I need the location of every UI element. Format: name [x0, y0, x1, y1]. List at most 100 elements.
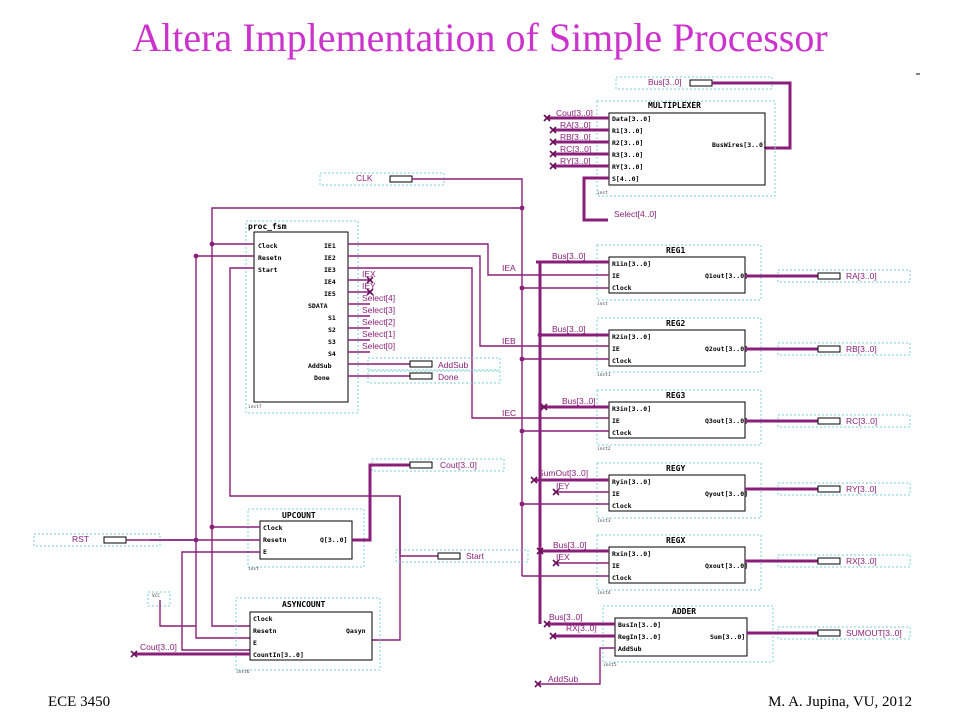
asyncount-block [249, 611, 373, 661]
svg-text:R2[3..0]: R2[3..0] [612, 139, 643, 147]
svg-text:Bus[3..0]: Bus[3..0] [552, 324, 586, 334]
reg2-block [608, 329, 746, 367]
regx-block [608, 546, 746, 584]
svg-text:Bus[3..0]: Bus[3..0] [549, 612, 583, 622]
svg-text:R1[3..0]: R1[3..0] [612, 127, 643, 135]
svg-text:VCC: VCC [152, 593, 160, 599]
svg-text:RY[3..0]: RY[3..0] [560, 156, 591, 166]
svg-text:Ryin[3..0]: Ryin[3..0] [612, 478, 651, 486]
multiplexer-block [608, 112, 766, 186]
svg-text:CLK: CLK [356, 173, 373, 183]
svg-text:UPCOUNT: UPCOUNT [282, 511, 316, 520]
svg-text:Cout[3..0]: Cout[3..0] [556, 108, 593, 118]
svg-text:Clock: Clock [612, 429, 632, 437]
svg-text:Select[2]: Select[2] [362, 317, 395, 327]
regy-block [608, 474, 746, 512]
proc-fsm-title: proc_fsm [248, 222, 287, 231]
svg-text:inst: inst [248, 566, 259, 572]
svg-text:Clock: Clock [258, 242, 278, 250]
svg-text:S3: S3 [328, 338, 336, 346]
svg-text:Q1out[3..0]: Q1out[3..0] [705, 272, 748, 280]
svg-text:RX[3..0]: RX[3..0] [846, 556, 877, 566]
svg-text:Clock: Clock [612, 502, 632, 510]
svg-text:RST: RST [72, 534, 89, 544]
svg-text:inst3: inst3 [597, 518, 611, 524]
svg-text:RC[3..0]: RC[3..0] [846, 416, 877, 426]
svg-text:SumOut[3..0]: SumOut[3..0] [538, 468, 588, 478]
svg-text:IE: IE [612, 345, 620, 353]
multiplexer-title: MULTIPLEXER [648, 101, 701, 110]
svg-text:AddSub: AddSub [308, 362, 332, 370]
svg-text:RC[3..0]: RC[3..0] [560, 144, 591, 154]
svg-text:S[4..0]: S[4..0] [612, 175, 639, 183]
svg-text:ADDER: ADDER [672, 607, 696, 616]
svg-text:Select[4..0]: Select[4..0] [614, 209, 657, 219]
svg-text:Qasyn: Qasyn [346, 627, 366, 635]
svg-text:IE: IE [612, 272, 620, 280]
svg-text:inst2: inst2 [597, 446, 611, 452]
svg-text:inst1: inst1 [597, 372, 611, 378]
svg-text:SUMOUT[3..0]: SUMOUT[3..0] [846, 628, 902, 638]
svg-text:Resetn: Resetn [253, 627, 277, 635]
svg-text:Q2out[3..0]: Q2out[3..0] [705, 345, 748, 353]
svg-text:E: E [263, 548, 267, 556]
svg-text:R3[3..0]: R3[3..0] [612, 151, 643, 159]
svg-text:S2: S2 [328, 326, 336, 334]
svg-text:IEY: IEY [362, 281, 376, 291]
svg-text:Start: Start [258, 266, 278, 274]
svg-text:IE4: IE4 [324, 278, 336, 286]
svg-text:RB[3..0]: RB[3..0] [846, 344, 877, 354]
footer-author: M. A. Jupina, VU, 2012 [768, 694, 912, 710]
svg-text:R1in[3..0]: R1in[3..0] [612, 260, 651, 268]
svg-text:Q3out[3..0]: Q3out[3..0] [705, 417, 748, 425]
svg-text:ASYNCOUNT: ASYNCOUNT [282, 600, 326, 609]
svg-text:Resetn: Resetn [263, 536, 287, 544]
footer-course: ECE 3450 [48, 694, 111, 710]
svg-text:Qxout[3..0]: Qxout[3..0] [705, 562, 748, 570]
svg-text:IE: IE [612, 490, 620, 498]
svg-text:Qyout[3..0]: Qyout[3..0] [705, 490, 748, 498]
svg-text:S1: S1 [328, 314, 336, 322]
svg-text:BusWires[3..0]: BusWires[3..0] [712, 141, 767, 149]
bus-output-label: Bus[3..0] [648, 77, 682, 87]
svg-text:S4: S4 [328, 350, 336, 358]
svg-text:IEX: IEX [556, 552, 570, 562]
svg-text:Select[0]: Select[0] [362, 341, 395, 351]
svg-text:inst5: inst5 [603, 662, 617, 668]
svg-text:BusIn[3..0]: BusIn[3..0] [618, 621, 661, 629]
svg-text:RB[3..0]: RB[3..0] [560, 132, 591, 142]
svg-text:RY[3..0]: RY[3..0] [846, 484, 877, 494]
svg-text:REG3: REG3 [666, 391, 685, 400]
svg-text:IE3: IE3 [324, 266, 336, 274]
svg-text:IEX: IEX [362, 269, 376, 279]
adder-block [614, 617, 748, 657]
svg-text:Cout[3..0]: Cout[3..0] [440, 460, 477, 470]
svg-text:IE1: IE1 [324, 242, 336, 250]
svg-text:R3in[3..0]: R3in[3..0] [612, 405, 651, 413]
svg-text:RegIn[3..0]: RegIn[3..0] [618, 633, 661, 641]
svg-text:IE5: IE5 [324, 290, 336, 298]
svg-text:Select[1]: Select[1] [362, 329, 395, 339]
svg-text:inst: inst [597, 301, 608, 307]
svg-text:AddSub: AddSub [438, 360, 469, 370]
svg-text:REGX: REGX [666, 536, 685, 545]
svg-text:Done: Done [438, 372, 459, 382]
svg-text:IEY: IEY [556, 481, 570, 491]
svg-text:E: E [253, 639, 257, 647]
svg-text:Resetn: Resetn [258, 254, 282, 262]
svg-text:inst: inst [597, 190, 608, 196]
svg-text:Bus[3..0]: Bus[3..0] [562, 396, 596, 406]
svg-text:Rxin[3..0]: Rxin[3..0] [612, 550, 651, 558]
svg-text:inst4: inst4 [597, 590, 611, 596]
svg-text:Clock: Clock [263, 524, 283, 532]
svg-text:RA[3..0]: RA[3..0] [560, 120, 591, 130]
svg-text:Sum[3..0]: Sum[3..0] [710, 633, 745, 641]
svg-text:Clock: Clock [612, 357, 632, 365]
svg-text:AddSub: AddSub [618, 645, 642, 653]
svg-text:R2in[3..0]: R2in[3..0] [612, 333, 651, 341]
svg-text:RA[3..0]: RA[3..0] [846, 271, 877, 281]
svg-text:Clock: Clock [612, 284, 632, 292]
svg-text:Data[3..0]: Data[3..0] [612, 115, 651, 123]
svg-text:IEA: IEA [502, 263, 516, 273]
